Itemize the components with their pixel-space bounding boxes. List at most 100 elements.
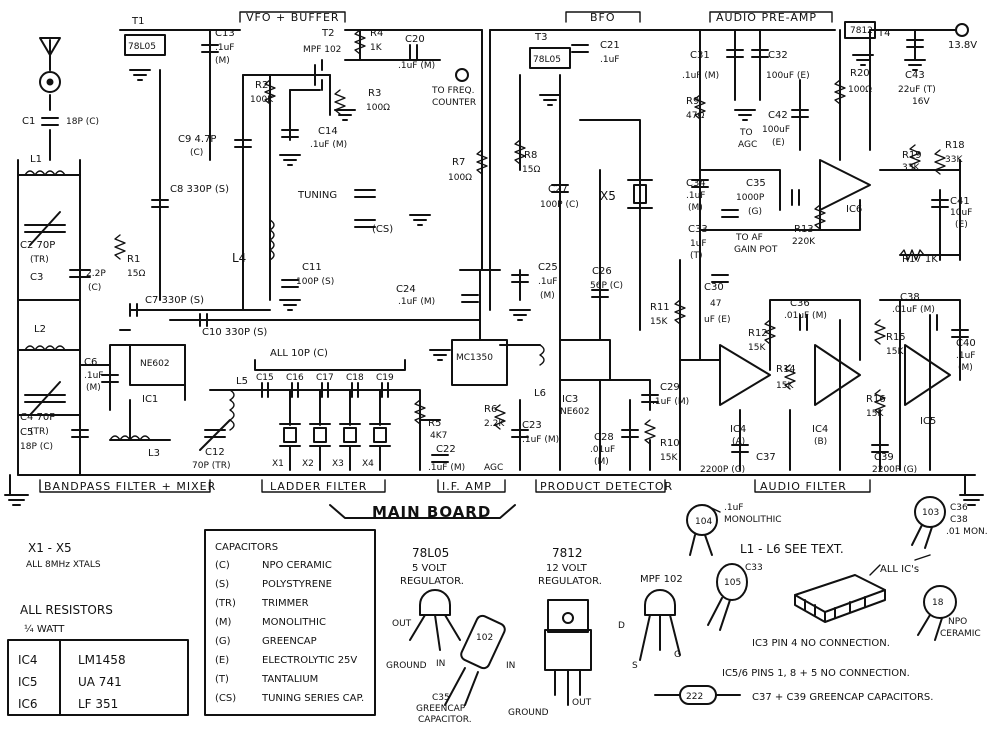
c12-value: 70P (TR): [192, 461, 231, 471]
r14-value: 15K: [776, 381, 794, 391]
r1-label: R1: [127, 254, 140, 265]
section-audio-filter: AUDIO FILTER: [760, 480, 847, 493]
ic3-label: IC3: [562, 394, 578, 405]
c34-value: .1uF: [686, 191, 705, 201]
tuning-label: TUNING: [297, 190, 337, 201]
c25-type: (M): [540, 291, 555, 301]
ground-symbols-icon: [4, 54, 984, 506]
monolithic-c36-icon: [911, 496, 946, 549]
reg78l05-regulator: REGULATOR.: [400, 576, 464, 587]
crystal-x5-icon: [627, 179, 653, 209]
counter-terminal-icon: [455, 68, 469, 82]
c28-label: C28: [594, 432, 614, 443]
c13-type: (M): [215, 56, 230, 66]
c26-label: C26: [592, 266, 612, 277]
cap-legend-code-6: (T): [215, 674, 229, 685]
to-agc-label: TO: [739, 128, 753, 138]
main-board-label: MAIN BOARD: [372, 503, 491, 521]
ic5-label: IC5: [920, 416, 936, 427]
regulator-t1-icon: [124, 34, 166, 56]
r14-label: R14: [776, 364, 796, 375]
t3-reg-label: 78L05: [533, 55, 561, 65]
r2-label: R2: [255, 80, 268, 91]
x3-label: X3: [332, 459, 344, 469]
r16-value: 15K: [866, 409, 884, 419]
ic4a-type: (A): [732, 437, 745, 447]
c43-label: C43: [905, 70, 925, 81]
r15-label: R15: [886, 332, 906, 343]
cap-legend-code-1: (S): [215, 579, 229, 590]
cap-legend-code-5: (E): [215, 655, 229, 666]
c42-type: (E): [772, 138, 785, 148]
r11-label: R11: [650, 302, 670, 313]
c41-value: 10uF: [950, 208, 972, 218]
greencap-note: GREENCAP: [416, 704, 466, 714]
reg78l05-in: IN: [436, 659, 445, 669]
r19-label: R19: [902, 150, 922, 161]
c35-code: 102: [476, 633, 493, 643]
c3-label: C3: [30, 272, 43, 283]
c22-value: .1uF (M): [428, 463, 465, 473]
mono-code: 104: [695, 517, 712, 527]
xtals-label: X1 - X5: [28, 541, 72, 555]
c8-label: C8 330P (S): [170, 184, 229, 195]
ic-table-r2-b: LF 351: [78, 697, 118, 711]
ic3-pin-note: IC3 PIN 4 NO CONNECTION.: [752, 638, 890, 649]
cap-legend-desc-2: TRIMMER: [261, 598, 309, 609]
ladder-filter-parts-icon: [254, 359, 406, 471]
c6-value: .1uF: [84, 371, 103, 381]
c35-label: C35: [746, 178, 766, 189]
c33-code: 105: [724, 578, 741, 588]
cap-legend-code-7: (CS): [215, 693, 236, 704]
x2-label: X2: [302, 459, 314, 469]
cap-legend-desc-0: NPO CERAMIC: [262, 560, 332, 571]
resistor-symbols-icon: [114, 29, 946, 445]
resistors-note: ¼ WATT: [24, 623, 65, 635]
l6-label: L6: [534, 388, 546, 399]
c34-type: (M): [688, 203, 703, 213]
r20-label: R20: [850, 68, 870, 79]
ic-table-r2-a: IC6: [18, 697, 38, 711]
r7-value: 100Ω: [448, 173, 472, 183]
c25-label: C25: [538, 262, 558, 273]
c23-value: .1uF (M): [522, 435, 559, 445]
c2-label: C2 70P: [20, 240, 55, 251]
c36-value: .01uF (M): [784, 311, 827, 321]
reg7812-volt: 12 VOLT: [546, 563, 588, 574]
c31-value: .1uF (M): [682, 71, 719, 81]
c1-label: C1: [22, 116, 35, 127]
package-78l05-icon: [409, 589, 461, 651]
cap-legend-desc-5: ELECTROLYTIC 25V: [262, 655, 357, 666]
mono-label: MONOLITHIC: [724, 515, 782, 525]
ic3-part: NE602: [560, 407, 590, 417]
cap-legend-desc-4: GREENCAP: [262, 636, 317, 647]
c31-label: C31: [690, 50, 710, 61]
cap-legend-title: CAPACITORS: [215, 542, 278, 553]
r8-value: 15Ω: [522, 165, 540, 175]
ic4a-label: IC4: [730, 424, 746, 435]
mc1350-label: MC1350: [456, 353, 493, 363]
resistors-label: ALL RESISTORS: [20, 603, 113, 617]
c38-mon: .01 MON.: [946, 527, 988, 537]
ic1-part: NE602: [140, 359, 170, 369]
r18-label: R18: [945, 140, 965, 151]
l-see-text: L1 - L6 SEE TEXT.: [740, 542, 844, 556]
cs-label: (CS): [372, 224, 393, 235]
c6-label: C6: [84, 357, 97, 368]
c4-label: C4 70P: [20, 412, 55, 423]
regulator-t4-icon: [844, 21, 876, 39]
c23-label: C23: [522, 420, 542, 431]
mpf-s: S: [632, 661, 638, 671]
c5-value: 18P (C): [20, 442, 53, 452]
reg7812-in: IN: [506, 661, 515, 671]
ladder-all10p: ALL 10P (C): [270, 348, 328, 359]
c12-label: C12: [205, 447, 225, 458]
cap-legend-desc-7: TUNING SERIES CAP.: [261, 693, 364, 704]
c39-value: 2200P (G): [872, 465, 917, 475]
to-af-label: TO AF: [735, 233, 763, 243]
x4-label: X4: [362, 459, 374, 469]
ic-table-r0-a: IC4: [18, 653, 38, 667]
c43-voltage: 16V: [912, 97, 930, 107]
